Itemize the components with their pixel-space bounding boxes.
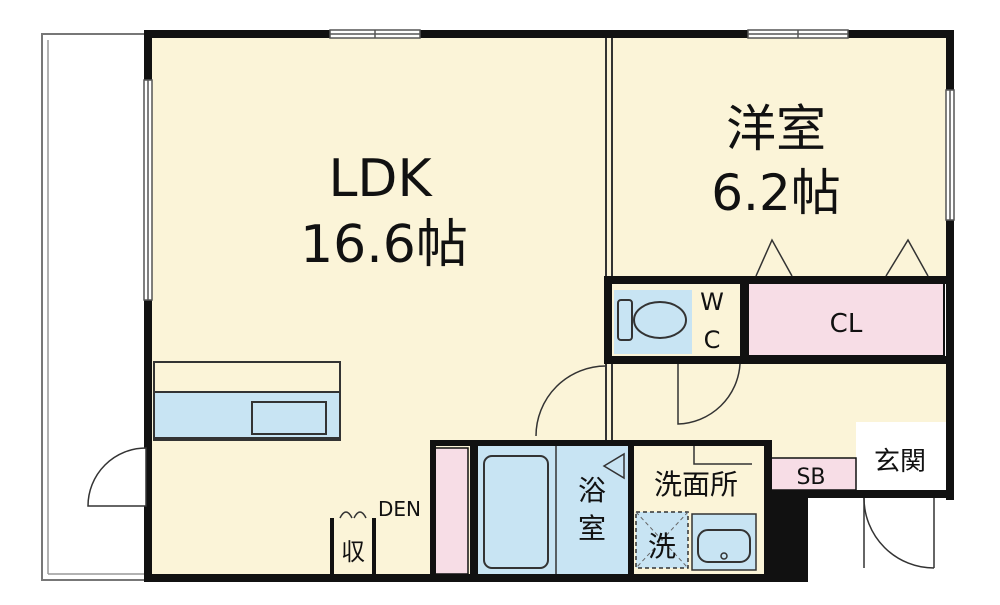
entrance-floor: [856, 422, 946, 490]
western-room-size-label: 6.2帖: [711, 164, 841, 222]
ldk-name-label: LDK: [328, 149, 433, 209]
western-room-name-label: 洋室: [726, 100, 826, 158]
wc-label-w: W: [700, 288, 724, 316]
western-room-floor: [608, 36, 948, 276]
pink-strip: [433, 447, 469, 575]
doors: [87, 238, 935, 569]
sink-counter: [153, 391, 341, 439]
bathroom-label-2: 室: [578, 512, 606, 545]
bathtub: [483, 455, 549, 569]
closet-label: CL: [830, 309, 863, 339]
sink-icon: [251, 401, 327, 435]
storage-label: 収: [341, 538, 365, 566]
wc-label-c: C: [704, 326, 721, 354]
bathroom-label-1: 浴: [578, 474, 606, 507]
entrance-label: 玄関: [874, 447, 926, 477]
windows: [143, 29, 955, 301]
toilet-bowl-icon: [633, 301, 687, 339]
washroom-label: 洗面所: [654, 468, 738, 501]
walls: [144, 30, 954, 582]
shoe-box: [765, 457, 857, 491]
storage: [332, 520, 374, 576]
toilet-tank-icon: [617, 299, 633, 341]
den-label: DEN: [378, 497, 421, 521]
washbasin-icon: [697, 529, 751, 563]
ldk-size-label: 16.6帖: [300, 215, 468, 275]
closet: [747, 281, 945, 357]
shoe-box-label: SB: [796, 465, 825, 490]
washer-label: 洗: [648, 530, 676, 563]
